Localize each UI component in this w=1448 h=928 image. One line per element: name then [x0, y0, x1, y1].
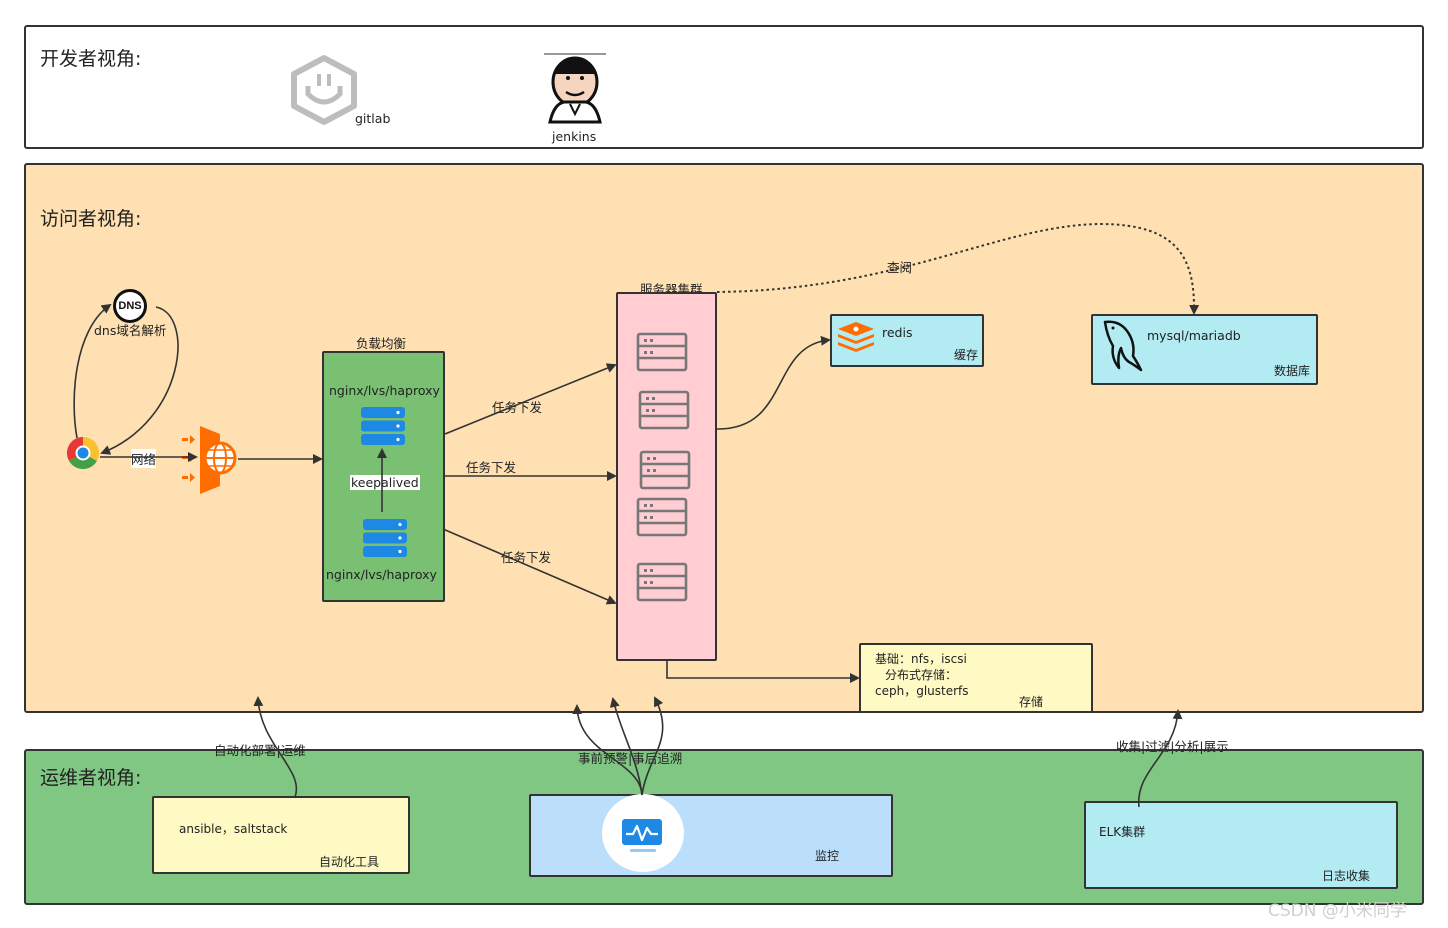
dispatch-arrow-top	[444, 363, 617, 435]
gitlab-icon[interactable]	[290, 54, 358, 126]
dns-label: dns域名解析	[94, 323, 167, 338]
dispatch-arrow-bottom	[442, 528, 617, 605]
dns-badge-text: DNS	[118, 300, 142, 312]
gitlab-label: gitlab	[355, 111, 391, 126]
storage-line-1: 基础：nfs，iscsi	[875, 652, 967, 666]
lb-top-server-icon	[360, 406, 406, 446]
monitor-box[interactable]	[529, 794, 893, 877]
monitor-up-arrow-middle	[609, 697, 643, 796]
cluster-to-mysql-dotted-arrow	[716, 222, 1200, 315]
redis-label: redis	[882, 325, 913, 340]
dispatch-label-middle: 任务下发	[466, 460, 517, 475]
automation-tool-box[interactable]	[152, 796, 410, 874]
query-label: 查阅	[887, 260, 913, 275]
visitor-title: 访问者视角:	[40, 208, 142, 230]
log-arrow-label: 收集|过滤|分析|展示	[1116, 739, 1229, 754]
storage-role: 存储	[1019, 695, 1044, 709]
developer-title: 开发者视角:	[40, 48, 142, 70]
watermark: CSDN @小米同学	[1268, 901, 1407, 921]
lb-top-label: nginx/lvs/haproxy	[329, 383, 440, 398]
dns-to-browser-arrow	[100, 306, 179, 455]
log-up-arrow	[1138, 709, 1183, 808]
storage-line-3: ceph，glusterfs	[875, 684, 969, 698]
monitor-up-arrow-left	[572, 704, 643, 796]
dns-icon[interactable]: DNS	[113, 289, 147, 323]
storage-box[interactable]	[859, 643, 1093, 713]
network-label: 网络	[131, 449, 157, 468]
ops-title: 运维者视角:	[40, 767, 142, 789]
mysql-dolphin-icon	[1099, 318, 1145, 372]
automation-role: 自动化工具	[319, 855, 380, 869]
elk-box[interactable]	[1084, 801, 1398, 889]
lb-title: 负载均衡	[356, 336, 407, 351]
storage-line-2: 分布式存储：	[885, 668, 958, 682]
log-role: 日志收集	[1322, 869, 1371, 883]
auto-deploy-arrow-label: 自动化部署|运维	[214, 743, 306, 758]
jenkins-icon[interactable]	[540, 52, 610, 124]
cluster-to-redis-arrow	[716, 335, 831, 430]
automation-up-arrow	[253, 696, 298, 798]
mysql-box[interactable]	[1091, 314, 1318, 385]
monitor-icon	[602, 794, 684, 872]
elk-label: ELK集群	[1099, 825, 1146, 839]
developer-panel	[24, 25, 1424, 149]
redis-icon	[836, 320, 876, 356]
cluster-servers	[616, 292, 717, 661]
dispatch-label-top: 任务下发	[492, 400, 543, 415]
lb-bottom-server-icon	[362, 518, 408, 558]
automation-tools-text: ansible，saltstack	[179, 822, 288, 836]
jenkins-label: jenkins	[552, 129, 597, 144]
dispatch-label-bottom: 任务下发	[501, 550, 552, 565]
visitor-panel	[24, 163, 1424, 713]
redis-role: 缓存	[954, 348, 979, 362]
mysql-role: 数据库	[1274, 364, 1311, 378]
lb-bottom-label: nginx/lvs/haproxy	[326, 567, 437, 582]
browser-chrome-icon[interactable]	[66, 436, 100, 470]
keepalived-label: keepalived	[350, 475, 420, 490]
mysql-label: mysql/mariadb	[1147, 328, 1241, 343]
gateway-globe-icon[interactable]	[180, 424, 240, 496]
monitor-role: 监控	[815, 849, 840, 863]
cluster-to-storage-arrow	[666, 661, 860, 683]
monitor-up-arrow-right	[641, 696, 664, 796]
browser-to-dns-arrow	[73, 303, 112, 439]
